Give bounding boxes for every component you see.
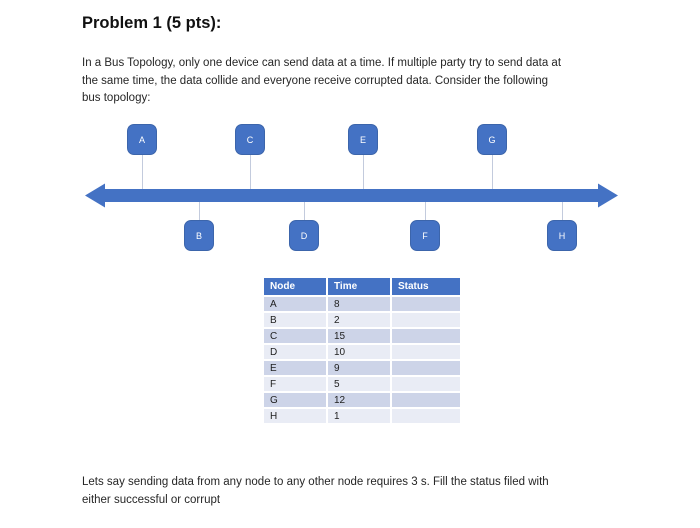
cell-status xyxy=(390,391,462,409)
cell-time: 9 xyxy=(326,359,392,377)
cell-status xyxy=(390,407,462,425)
table-row: B 2 xyxy=(262,311,462,329)
node-h: H xyxy=(547,220,577,251)
cell-time: 10 xyxy=(326,343,392,361)
problem-title: Problem 1 (5 pts): xyxy=(82,14,222,32)
node-b: B xyxy=(184,220,214,251)
table-row: D 10 xyxy=(262,343,462,361)
connector-line-h xyxy=(562,202,563,221)
connector-line-d xyxy=(304,202,305,221)
cell-status xyxy=(390,327,462,345)
column-header-time: Time xyxy=(326,276,392,297)
bus-arrow-icon xyxy=(85,183,618,208)
node-e: E xyxy=(348,124,378,155)
cell-node: F xyxy=(262,375,328,393)
connector-line-e xyxy=(363,155,364,189)
column-header-node: Node xyxy=(262,276,328,297)
node-f: F xyxy=(410,220,440,251)
connector-line-f xyxy=(425,202,426,221)
cell-time: 12 xyxy=(326,391,392,409)
table-row: G 12 xyxy=(262,391,462,409)
cell-node: E xyxy=(262,359,328,377)
cell-time: 2 xyxy=(326,311,392,329)
cell-time: 15 xyxy=(326,327,392,345)
node-c: C xyxy=(235,124,265,155)
connector-line-a xyxy=(142,155,143,189)
table-row: F 5 xyxy=(262,375,462,393)
node-a: A xyxy=(127,124,157,155)
column-header-status: Status xyxy=(390,276,462,297)
footer-paragraph: Lets say sending data from any node to a… xyxy=(82,476,549,506)
table-row: A 8 xyxy=(262,295,462,313)
cell-status xyxy=(390,359,462,377)
table-header-row: Node Time Status xyxy=(262,276,462,297)
cell-node: G xyxy=(262,391,328,409)
cell-node: B xyxy=(262,311,328,329)
cell-node: H xyxy=(262,407,328,425)
cell-time: 1 xyxy=(326,407,392,425)
table-row: E 9 xyxy=(262,359,462,377)
node-time-status-table: Node Time Status A 8 B 2 C 15 D xyxy=(262,276,462,425)
table-row: H 1 xyxy=(262,407,462,425)
cell-status xyxy=(390,375,462,393)
cell-node: C xyxy=(262,327,328,345)
cell-status xyxy=(390,311,462,329)
connector-line-b xyxy=(199,202,200,221)
connector-line-g xyxy=(492,155,493,189)
cell-status xyxy=(390,343,462,361)
node-g: G xyxy=(477,124,507,155)
cell-node: D xyxy=(262,343,328,361)
node-d: D xyxy=(289,220,319,251)
connector-line-c xyxy=(250,155,251,189)
cell-time: 5 xyxy=(326,375,392,393)
intro-paragraph: In a Bus Topology, only one device can s… xyxy=(82,57,562,104)
table-row: C 15 xyxy=(262,327,462,345)
cell-time: 8 xyxy=(326,295,392,313)
cell-node: A xyxy=(262,295,328,313)
cell-status xyxy=(390,295,462,313)
